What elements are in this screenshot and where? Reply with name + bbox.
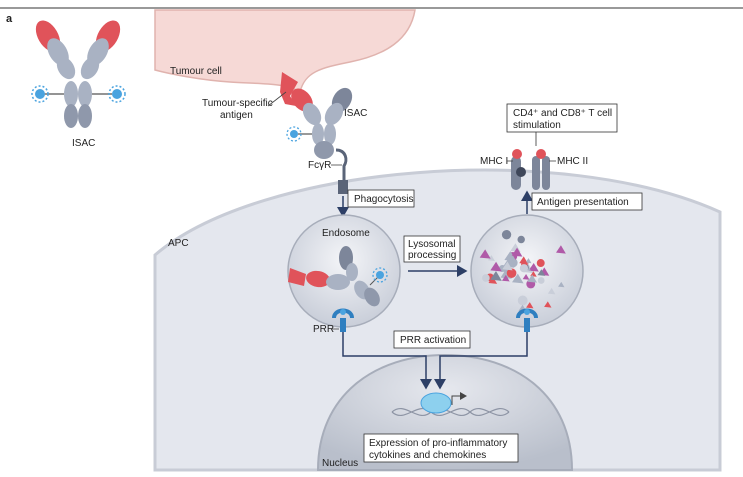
fragment [479,249,491,259]
antigen-leader [267,91,287,107]
prr-activation-label: PRR activation [400,335,466,346]
prr-label: PRR [313,324,334,335]
expression-box [363,433,519,463]
fragment [517,235,525,244]
nucleus-label: Nucleus [322,458,358,469]
fcgr-receptor [335,148,348,194]
bound-isac [280,72,353,159]
endosome-label: Endosome [322,228,370,239]
fragment [502,261,513,271]
fragment [537,269,546,276]
adjuvant-icon [286,126,302,142]
adjuvant-icon [108,85,126,103]
mhc2-label: MHC II [557,156,588,167]
fragment [544,301,552,308]
fragment [490,270,502,281]
isac-legend-label: ISAC [72,138,95,149]
transcription-arrow [451,392,467,405]
fragment [526,302,534,309]
fcgr-label: FcγR [308,160,331,171]
fragment [501,274,510,282]
fragment [536,259,545,268]
mhc2-molecule [532,149,550,190]
fragment [490,261,502,272]
antigen-label-1: Tumour-specific [202,98,273,109]
tcell-box [506,103,618,133]
degraded-fragments [479,229,566,312]
tcell-line2: stimulation [513,120,561,131]
antigen-presentation-box [531,192,643,211]
internalized-isac [288,246,380,307]
fragment [482,274,490,282]
fragment [517,295,528,306]
tumour-cell-label: Tumour cell [170,66,222,77]
transcription-factor [420,392,452,414]
lysosomal-label-2: processing [408,250,456,261]
fragment [547,287,556,295]
prr-receptor [332,308,354,332]
lysosomal-box [403,235,461,263]
isac-bound-label: ISAC [344,108,367,119]
fragment [558,281,565,288]
prr-activation-box [393,330,471,349]
dna-icon [391,408,510,416]
fragment [528,262,539,272]
adjuvant-icon [31,85,49,103]
fragment [556,245,566,254]
tcell-line1: CD4⁺ and CD8⁺ T cell [513,108,612,119]
mhc1-molecule [511,149,526,190]
fragment [501,229,512,240]
adjuvant-icon [372,267,388,283]
apc-label: APC [168,238,189,249]
antigen-label-2: antigen [220,110,253,121]
prr-signal-arrow-left [342,332,432,390]
fragment [527,274,538,283]
phagocytosis-box [347,189,415,208]
expression-line2: cytokines and chemokines [369,450,486,461]
prr-receptor [516,308,538,332]
fragment [522,273,530,280]
antigen-presentation-label: Antigen presentation [537,197,629,208]
fragment [537,277,545,284]
panel-label: a [6,13,13,25]
fragment [504,251,517,262]
fragment [487,255,495,261]
fragment [511,247,523,257]
fragment [525,258,532,264]
fragment [519,264,529,273]
lysosomal-label-1: Lysosomal [408,239,455,250]
mhc1-label: MHC I [480,156,508,167]
phagocytosis-label: Phagocytosis [354,194,413,205]
prr-signal-arrow-right [434,332,528,390]
expression-line1: Expression of pro-inflammatory [369,438,507,449]
fragment [512,273,524,284]
isac-legend-antibody [35,20,121,128]
fragment [506,268,517,278]
